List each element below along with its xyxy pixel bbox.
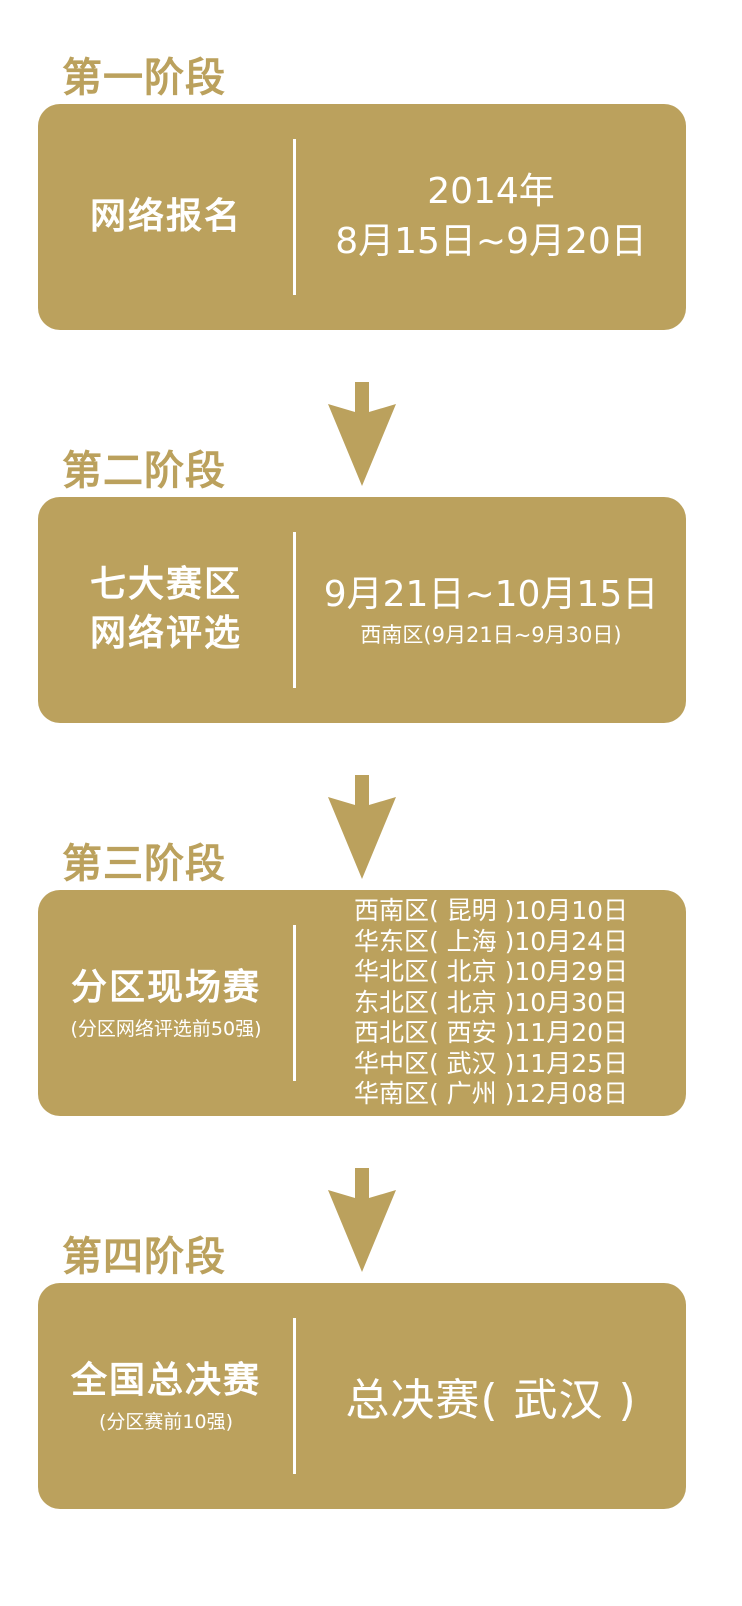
stage-1-dates: 2014年 8月15日~9月20日 — [296, 104, 686, 330]
stage-3-name-line: 分区现场赛 — [70, 967, 261, 1009]
stage-3-card: 分区现场赛 (分区网络评选前50强) 西南区( 昆明 )10月10日 华东区( … — [38, 890, 686, 1116]
schedule-list: 西南区( 昆明 )10月10日 华东区( 上海 )10月24日 华北区( 北京 … — [354, 896, 628, 1110]
stage-3-subname: (分区网络评选前50强) — [70, 1017, 262, 1040]
stage-2-name-line-2: 网络评选 — [89, 613, 242, 654]
stage-4-divider — [293, 1318, 296, 1474]
stage-3-schedule: 西南区( 昆明 )10月10日 华东区( 上海 )10月24日 华北区( 北京 … — [296, 890, 686, 1116]
stage-4-subname: (分区赛前10强) — [98, 1410, 233, 1433]
stage-1-name: 网络报名 — [38, 104, 294, 330]
stage-2-card: 七大赛区 网络评选 9月21日~10月15日 西南区(9月21日~9月30日) — [38, 497, 686, 723]
arrow-down-icon — [328, 1168, 396, 1272]
schedule-item: 西南区( 昆明 )10月10日 — [353, 896, 629, 926]
stage-1-year: 2014年 — [427, 170, 555, 212]
stage-4-name: 全国总决赛 (分区赛前10强) — [38, 1283, 294, 1509]
schedule-item: 华中区( 武汉 )11月25日 — [353, 1048, 629, 1078]
schedule-item: 华东区( 上海 )10月24日 — [353, 926, 629, 956]
stage-2-title: 第二阶段 — [62, 448, 226, 494]
stage-3-divider — [293, 925, 296, 1081]
stage-2-southwest-range: 西南区(9月21日~9月30日) — [360, 622, 622, 647]
stage-4-card: 全国总决赛 (分区赛前10强) 总决赛( 武汉 ) — [38, 1283, 686, 1509]
stage-1-divider — [293, 139, 296, 295]
schedule-item: 西北区( 西安 )11月20日 — [353, 1018, 629, 1048]
arrow-down-icon — [328, 382, 396, 486]
stage-1-card: 网络报名 2014年 8月15日~9月20日 — [38, 104, 686, 330]
final-venue: 总决赛( 武汉 ) — [345, 1375, 637, 1426]
arrow-down-icon — [328, 775, 396, 879]
schedule-item: 东北区( 北京 )10月30日 — [353, 987, 629, 1017]
schedule-item: 华北区( 北京 )10月29日 — [353, 957, 629, 987]
stage-2-dates: 9月21日~10月15日 西南区(9月21日~9月30日) — [296, 497, 686, 723]
stage-3-name: 分区现场赛 (分区网络评选前50强) — [38, 890, 294, 1116]
stage-2-name-line-1: 七大赛区 — [89, 564, 242, 606]
stage-4-venue: 总决赛( 武汉 ) — [296, 1283, 686, 1509]
stage-2-divider — [293, 532, 296, 688]
stage-2-name: 七大赛区 网络评选 — [38, 497, 294, 723]
schedule-item: 华南区( 广州 )12月08日 — [353, 1079, 629, 1109]
stage-1-title: 第一阶段 — [62, 55, 226, 101]
stage-4-title: 第四阶段 — [62, 1234, 226, 1280]
stage-3-title: 第三阶段 — [62, 841, 226, 887]
stage-4-name-line: 全国总决赛 — [70, 1360, 261, 1402]
stage-2-date-range: 9月21日~10月15日 — [323, 574, 659, 616]
stage-1-date-range: 8月15日~9月20日 — [335, 221, 647, 262]
stage-1-name-line: 网络报名 — [89, 195, 242, 237]
